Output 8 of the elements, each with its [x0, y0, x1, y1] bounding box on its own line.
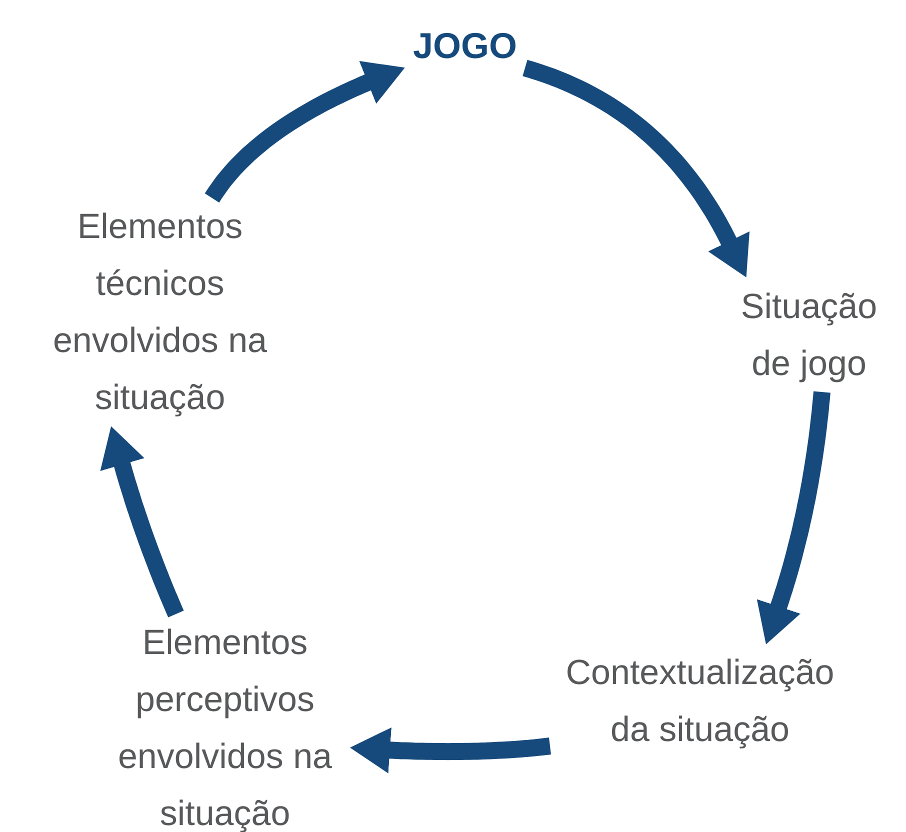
cycle-step-label: Contextualização da situação — [550, 644, 850, 758]
cycle-step-label: Situação de jogo — [725, 278, 893, 392]
curved-arrow — [204, 61, 405, 203]
curved-arrow — [100, 426, 184, 619]
diagram-title: JOGO — [405, 24, 525, 68]
cycle-step-label: Elementos técnicos envolvidos na situação — [35, 198, 285, 426]
curved-arrow — [522, 60, 750, 278]
curved-arrow — [756, 389, 830, 644]
